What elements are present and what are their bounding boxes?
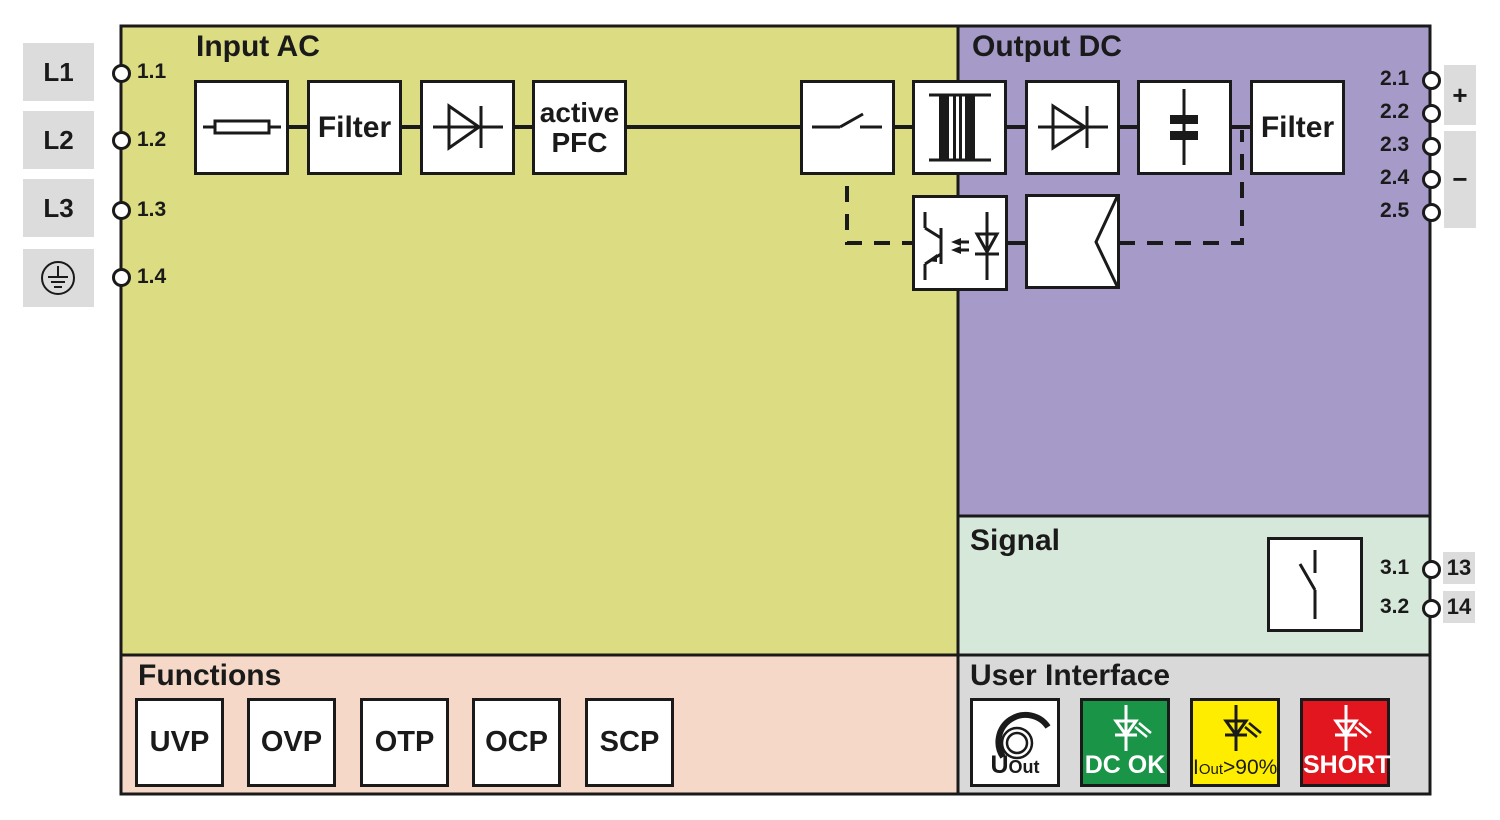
short-label: SHORT: [1303, 751, 1391, 779]
relay-contact-icon: [1298, 550, 1317, 619]
terminal-pin-1-3[interactable]: [112, 201, 131, 220]
filter-label: Filter: [1260, 111, 1335, 144]
pin-label: 1.1: [137, 60, 167, 83]
pin-label: 2.4: [1380, 166, 1410, 189]
uout-label: UOut: [973, 751, 1057, 780]
terminal-label-l1: L1: [23, 43, 94, 101]
terminal-label-text: L3: [43, 192, 74, 223]
functions-title: Functions: [138, 659, 282, 692]
terminal-label-ground: [23, 249, 94, 307]
iout-rest: >90%: [1223, 756, 1278, 779]
output-filter-block: Filter: [1250, 80, 1345, 175]
iout-main: I: [1193, 756, 1199, 779]
iout-warning-led: IOut>90%: [1190, 698, 1280, 787]
switch-icon: [812, 112, 882, 129]
transformer-block: [912, 80, 1007, 175]
pin-label: 2.3: [1380, 133, 1410, 156]
controller-block: [1025, 194, 1120, 289]
capacitor-block: [1137, 80, 1232, 175]
led-icon: [1333, 705, 1372, 751]
pin-label: 1.2: [137, 128, 167, 151]
function-scp: SCP: [585, 698, 674, 787]
pfc-label-line2: PFC: [551, 126, 608, 158]
led-icon: [1113, 705, 1152, 751]
terminal-pin-2-4[interactable]: [1422, 170, 1441, 189]
pin-label: 2.5: [1380, 199, 1410, 222]
signal-terminal-label-13: 13: [1443, 552, 1475, 584]
input-filter-block: Filter: [307, 80, 402, 175]
terminal-label-text: 13: [1446, 555, 1472, 580]
amplifier-icon: [1094, 196, 1119, 287]
input-ac-title: Input AC: [196, 30, 320, 63]
terminal-pin-3-1[interactable]: [1422, 560, 1441, 579]
pfc-label: active PFC: [535, 83, 624, 172]
pin-label: 1.4: [137, 265, 167, 288]
pfc-label-line1: active: [539, 96, 620, 128]
active-pfc-block: active PFC: [532, 80, 627, 175]
switch-block: [800, 80, 895, 175]
iout-label: IOut>90%: [1193, 756, 1277, 780]
terminal-label-text: L2: [43, 124, 74, 155]
output-dc-title: Output DC: [972, 30, 1122, 63]
terminal-label-l2: L2: [23, 111, 94, 169]
signal-terminal-label-14: 14: [1443, 591, 1475, 623]
fuse-icon: [203, 119, 281, 135]
pin-label: 1.3: [137, 198, 167, 221]
feedback-dashed-line: [845, 186, 913, 245]
diode-icon: [433, 103, 503, 151]
terminal-label-l3: L3: [23, 179, 94, 237]
pin-label: 2.2: [1380, 100, 1410, 123]
plus-text: +: [1452, 79, 1468, 110]
output-minus-label: −: [1444, 131, 1476, 228]
terminal-pin-2-2[interactable]: [1422, 104, 1441, 123]
output-plus-label: +: [1444, 65, 1476, 125]
dc-ok-led: DC OK: [1080, 698, 1170, 787]
terminal-label-text: 14: [1446, 594, 1472, 619]
function-ovp: OVP: [247, 698, 336, 787]
diode-icon: [1038, 103, 1108, 151]
function-otp: OTP: [360, 698, 449, 787]
signal-relay-block: [1267, 537, 1363, 632]
feedback-dashed-line: [1119, 130, 1244, 245]
terminal-pin-1-4[interactable]: [112, 268, 131, 287]
uout-sub: Out: [1008, 757, 1040, 777]
pin-label: 3.1: [1380, 556, 1410, 579]
filter-label: Filter: [317, 111, 392, 144]
terminal-pin-1-1[interactable]: [112, 64, 131, 83]
pin-label: 3.2: [1380, 595, 1410, 618]
ground-icon: [41, 261, 75, 295]
terminal-pin-2-5[interactable]: [1422, 203, 1441, 222]
potentiometer-icon: [995, 711, 1051, 760]
user-interface-title: User Interface: [970, 659, 1171, 692]
capacitor-icon: [1170, 89, 1198, 165]
terminal-pin-2-1[interactable]: [1422, 71, 1441, 90]
optocoupler-icon: [923, 212, 1000, 280]
led-icon: [1223, 705, 1262, 751]
outer-border: [119, 24, 1432, 796]
terminal-pin-1-2[interactable]: [112, 131, 131, 150]
rectifier-block: [420, 80, 515, 175]
minus-text: −: [1452, 164, 1468, 194]
uout-main: U: [990, 751, 1009, 779]
signal-title: Signal: [970, 524, 1061, 557]
terminal-pin-3-2[interactable]: [1422, 599, 1441, 618]
dc-ok-label: DC OK: [1084, 751, 1166, 779]
uout-potentiometer[interactable]: UOut: [970, 698, 1060, 787]
fuse-block: [194, 80, 289, 175]
pin-label: 2.1: [1380, 67, 1410, 90]
iout-sub: Out: [1198, 761, 1224, 778]
terminal-label-text: L1: [43, 56, 74, 87]
output-rectifier-block: [1025, 80, 1120, 175]
short-led: SHORT: [1300, 698, 1391, 787]
function-ocp: OCP: [472, 698, 561, 787]
function-uvp: UVP: [135, 698, 224, 787]
optocoupler-block: [912, 195, 1008, 291]
transformer-icon: [929, 93, 991, 162]
terminal-pin-2-3[interactable]: [1422, 137, 1441, 156]
